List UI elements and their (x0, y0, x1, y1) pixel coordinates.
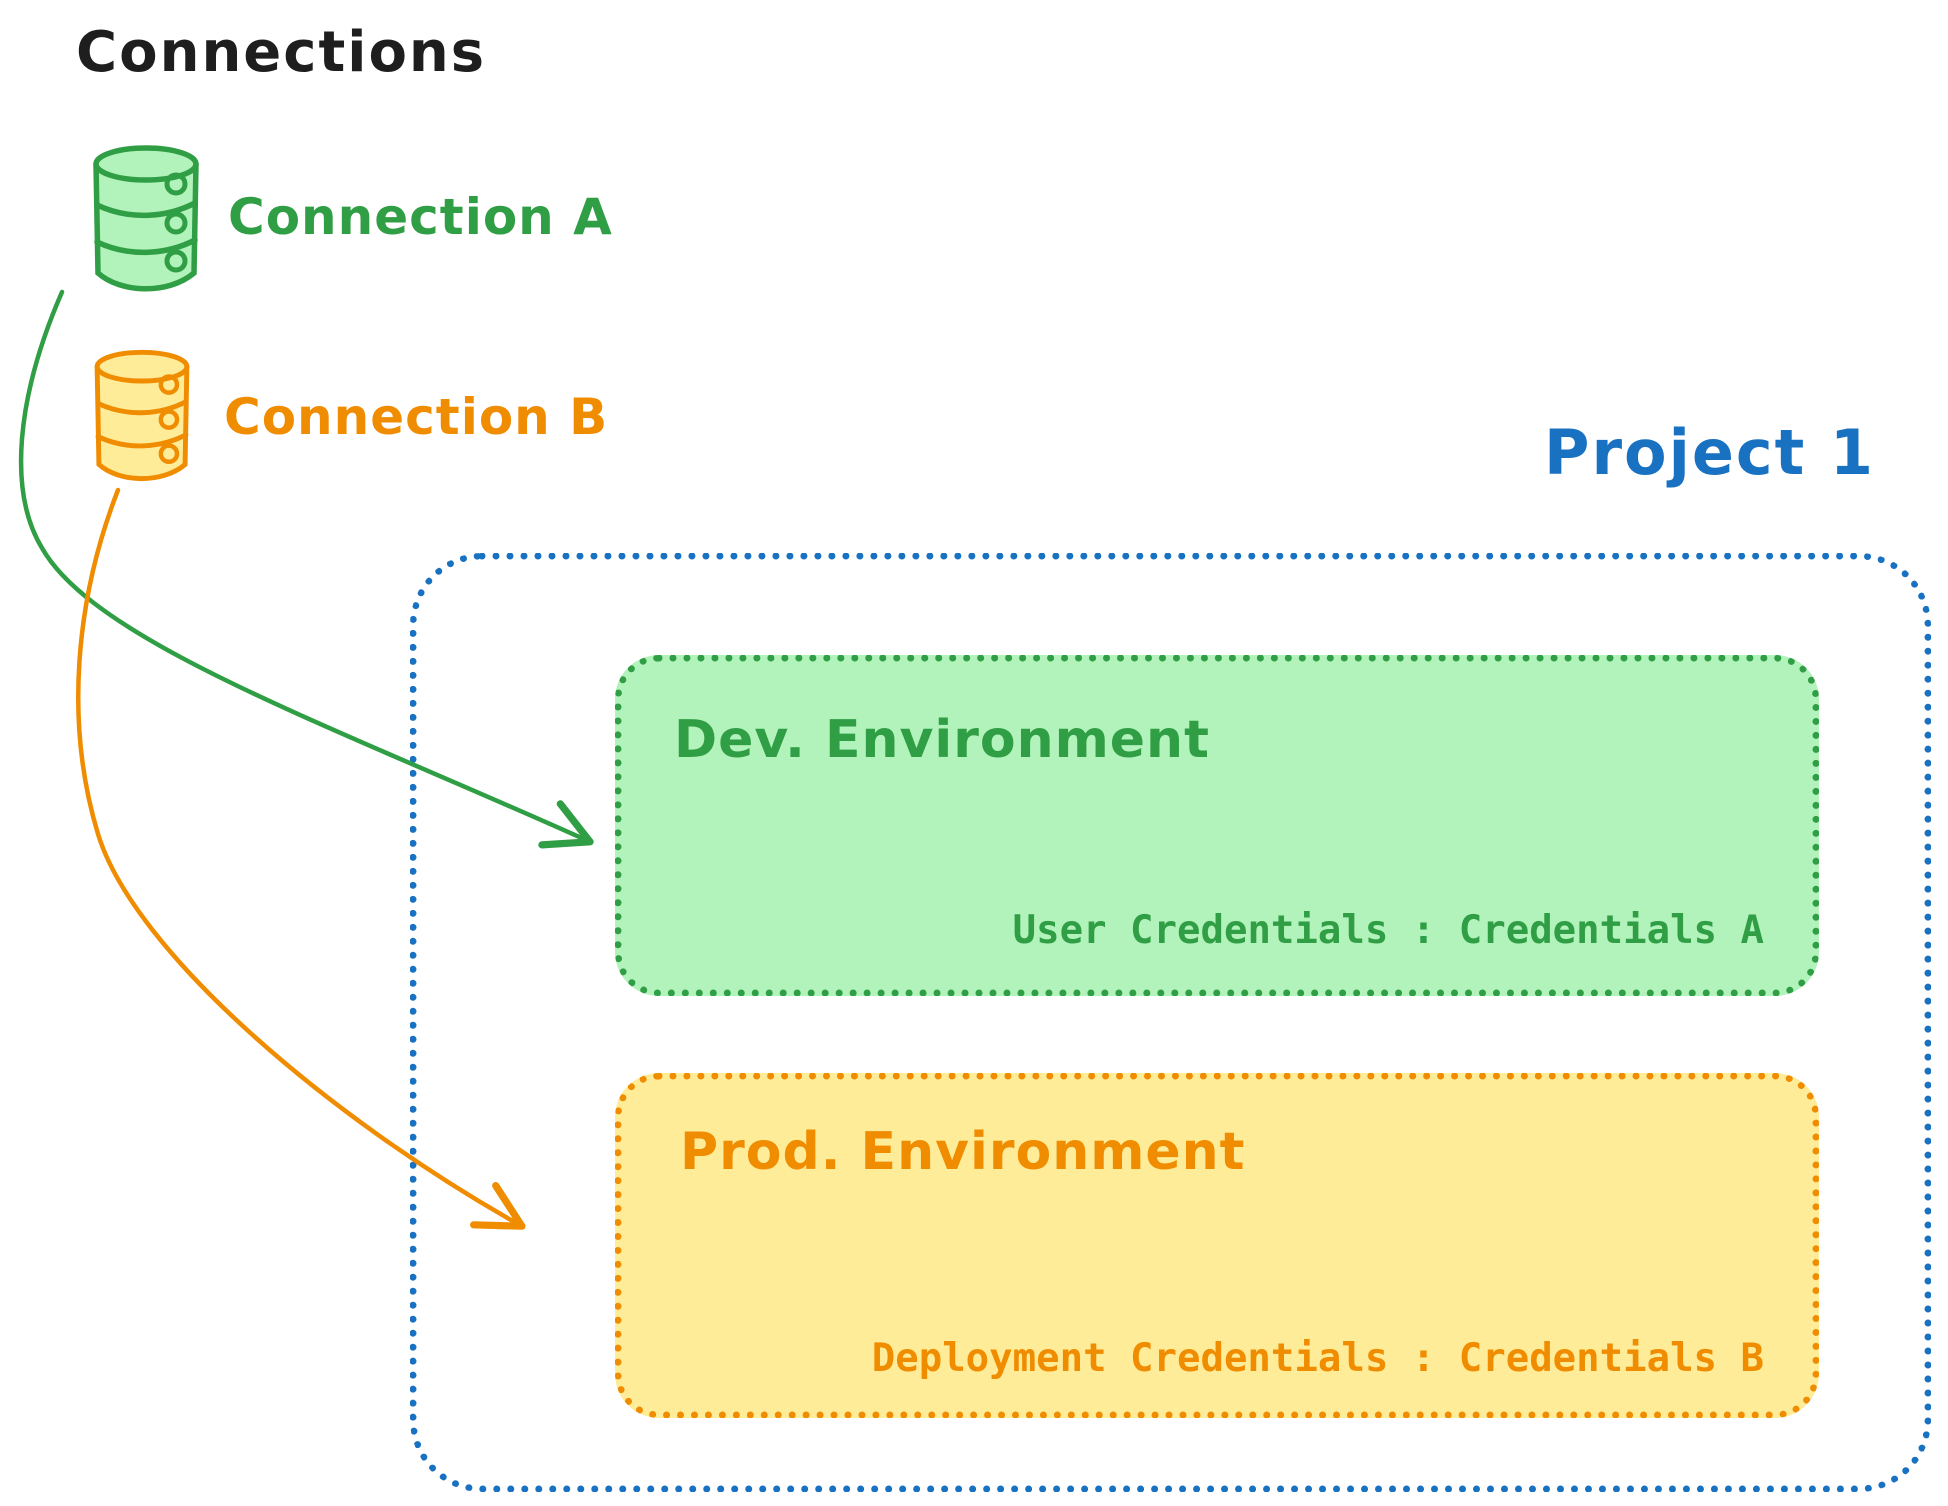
connections-title: Connections (76, 20, 487, 85)
project-title: Project 1 (1544, 416, 1876, 489)
connection-b-label: Connection B (224, 388, 609, 446)
prod-environment-box: Prod. Environment Deployment Credentials… (615, 1073, 1819, 1418)
connection-a-label: Connection A (228, 188, 613, 246)
database-icon (94, 349, 190, 482)
prod-environment-credentials: Deployment Credentials : Credentials B (871, 1336, 1764, 1381)
prod-environment-title: Prod. Environment (680, 1122, 1246, 1182)
dev-environment-credentials: User Credentials : Credentials A (1012, 908, 1764, 953)
database-icon (93, 145, 199, 292)
dev-environment-box: Dev. Environment User Credentials : Cred… (615, 655, 1819, 996)
dev-environment-title: Dev. Environment (674, 710, 1210, 770)
